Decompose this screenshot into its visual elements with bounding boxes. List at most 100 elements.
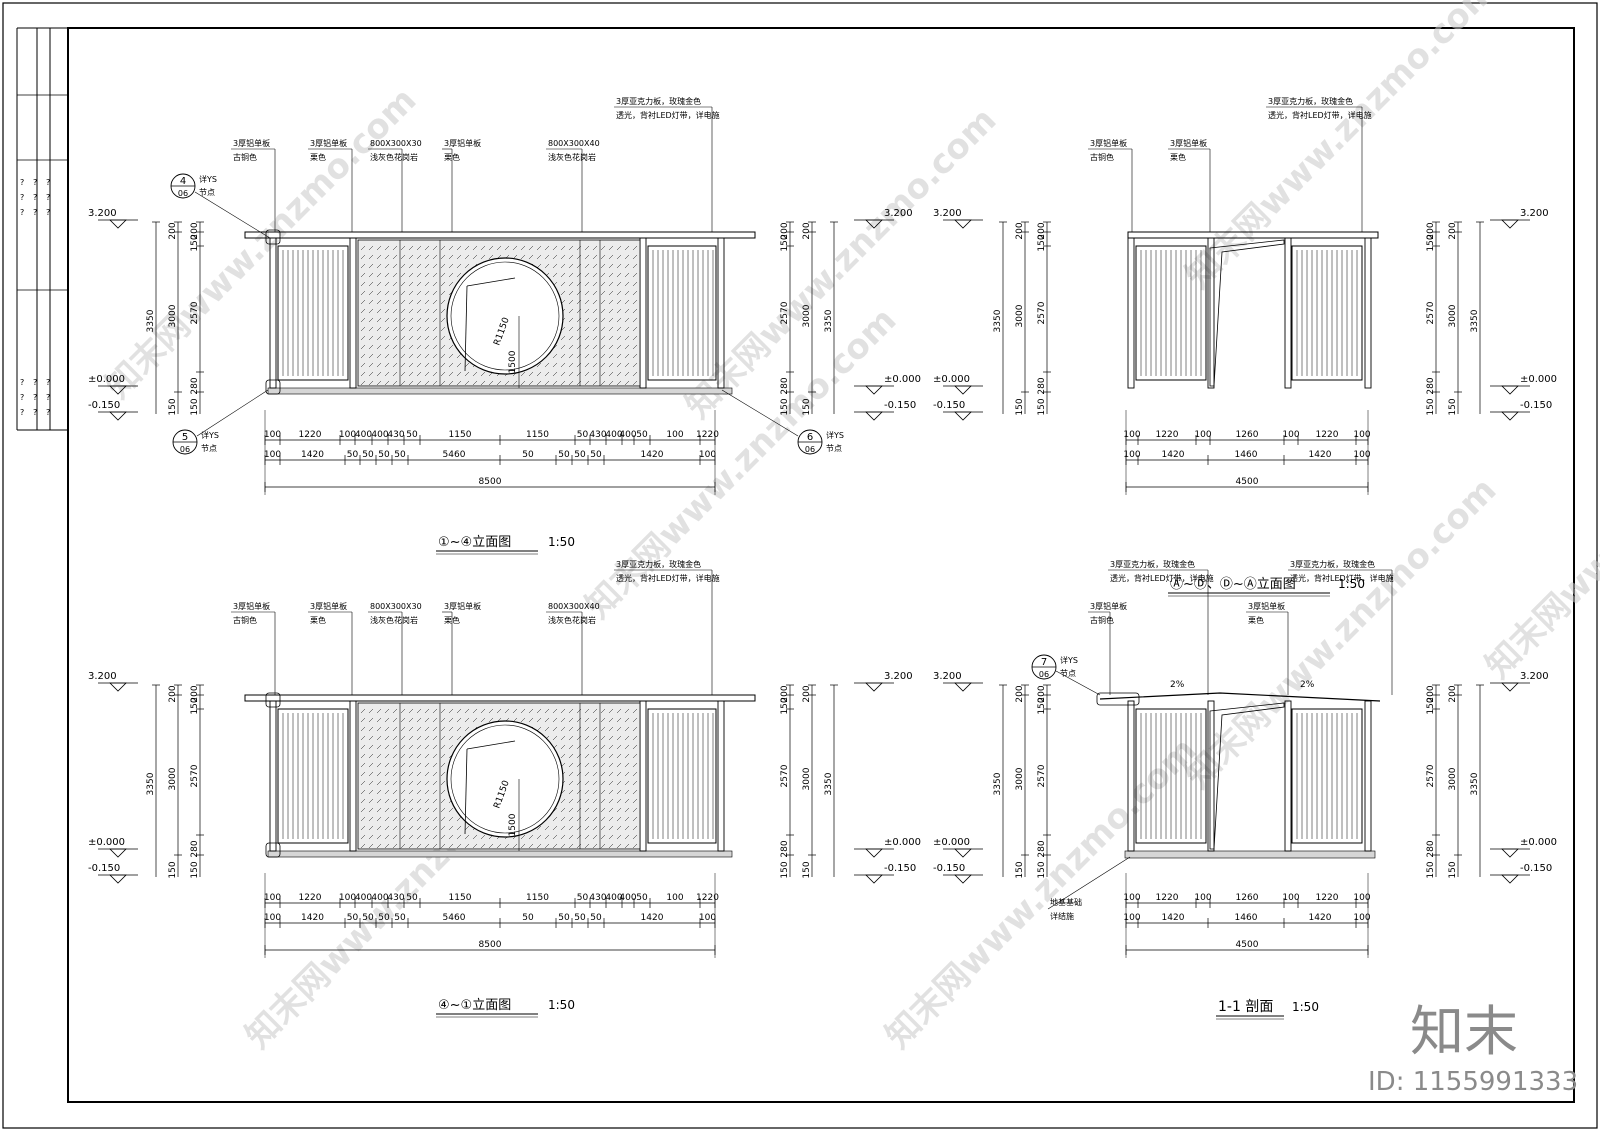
ground-slab: [267, 387, 733, 395]
stone-hatch: [608, 344, 614, 350]
stone-hatch: [440, 326, 446, 332]
circle-height-label: 1500: [508, 350, 518, 373]
stone-hatch: [456, 825, 462, 831]
dim-text: 50: [574, 913, 586, 923]
dim-text: 1220: [1316, 893, 1339, 903]
note-line-2: 浅灰色花岗岩: [370, 615, 418, 625]
stone-hatch: [592, 708, 598, 714]
stone-hatch: [360, 735, 366, 741]
level-triangle: [1501, 682, 1519, 692]
dim-text: 3350: [1470, 309, 1480, 332]
stone-hatch: [560, 816, 566, 822]
stone-hatch: [544, 717, 550, 723]
stone-hatch: [552, 726, 558, 732]
stone-hatch: [368, 326, 374, 332]
stone-hatch: [568, 335, 574, 341]
dim-text: 3350: [993, 772, 1003, 795]
dim-text: 150: [802, 398, 812, 415]
stone-hatch: [384, 317, 390, 323]
dim-text: 150: [168, 398, 178, 415]
stone-hatch: [568, 299, 574, 305]
dim-text: 4500: [1236, 477, 1259, 487]
dim-text: 3350: [824, 772, 834, 795]
stone-hatch: [400, 353, 406, 359]
stone-hatch: [552, 245, 558, 251]
stone-hatch: [384, 245, 390, 251]
stone-hatch: [448, 263, 454, 269]
stone-hatch: [520, 380, 526, 386]
stone-hatch: [416, 254, 422, 260]
stone-hatch: [400, 753, 406, 759]
foundation-note: 地基基础: [1050, 897, 1082, 907]
stone-hatch: [632, 317, 638, 323]
detail-note: 详YS: [1060, 655, 1078, 665]
stone-hatch: [624, 335, 630, 341]
stone-hatch: [584, 344, 590, 350]
stone-hatch: [384, 807, 390, 813]
stone-hatch: [584, 245, 590, 251]
dim-text: 1150: [449, 893, 472, 903]
stone-hatch: [616, 362, 622, 368]
side-mark: ?: [20, 208, 24, 217]
dim-text: 280: [1426, 840, 1436, 857]
stone-hatch: [432, 326, 438, 332]
stone-hatch: [608, 326, 614, 332]
stone-hatch: [616, 744, 622, 750]
dim-text: 150: [190, 697, 200, 714]
stone-hatch: [384, 798, 390, 804]
stone-hatch: [440, 299, 446, 305]
stone-hatch: [360, 254, 366, 260]
dim-text: 3000: [1015, 767, 1025, 790]
stone-hatch: [616, 816, 622, 822]
stone-hatch: [584, 326, 590, 332]
note-line-1: 3厚铝单板: [1090, 601, 1127, 611]
stone-hatch: [416, 789, 422, 795]
stone-hatch: [624, 834, 630, 840]
stone-hatch: [376, 807, 382, 813]
dim-text: 100: [264, 893, 281, 903]
note-line-1: 3厚铝单板: [233, 138, 270, 148]
stone-hatch: [600, 380, 606, 386]
stone-hatch: [368, 308, 374, 314]
stone-hatch: [496, 380, 502, 386]
detail-sheet: 06: [178, 189, 188, 198]
stone-hatch: [384, 380, 390, 386]
stone-hatch: [400, 380, 406, 386]
dim-text: 2570: [190, 301, 200, 324]
stone-hatch: [568, 353, 574, 359]
dim-text: 430: [387, 893, 404, 903]
stone-hatch: [368, 281, 374, 287]
stone-hatch: [592, 371, 598, 377]
stone-hatch: [432, 834, 438, 840]
stone-hatch: [616, 254, 622, 260]
dim-text: 150: [1015, 861, 1025, 878]
stone-hatch: [520, 834, 526, 840]
stone-hatch: [608, 726, 614, 732]
stone-hatch: [432, 708, 438, 714]
stone-hatch: [536, 380, 542, 386]
note-line-2: 透光，背衬LED灯带，详电施: [1110, 573, 1214, 583]
stone-hatch: [632, 335, 638, 341]
stone-hatch: [472, 254, 478, 260]
stone-hatch: [592, 807, 598, 813]
note-line-2: 古铜色: [1090, 152, 1114, 162]
stone-hatch: [360, 708, 366, 714]
stone-hatch: [456, 816, 462, 822]
stone-hatch: [568, 834, 574, 840]
stone-hatch: [592, 281, 598, 287]
stone-hatch: [608, 299, 614, 305]
stone-hatch: [456, 726, 462, 732]
stone-hatch: [552, 717, 558, 723]
stone-hatch: [376, 263, 382, 269]
stone-hatch: [424, 771, 430, 777]
stone-hatch: [392, 254, 398, 260]
stone-hatch: [552, 263, 558, 269]
stone-hatch: [392, 362, 398, 368]
stone-hatch: [408, 317, 414, 323]
note-line-2: 栗色: [310, 615, 326, 625]
stone-hatch: [608, 708, 614, 714]
stone-hatch: [400, 362, 406, 368]
stone-hatch: [408, 371, 414, 377]
drawing-scale: 1:50: [1338, 577, 1365, 591]
stone-hatch: [560, 263, 566, 269]
